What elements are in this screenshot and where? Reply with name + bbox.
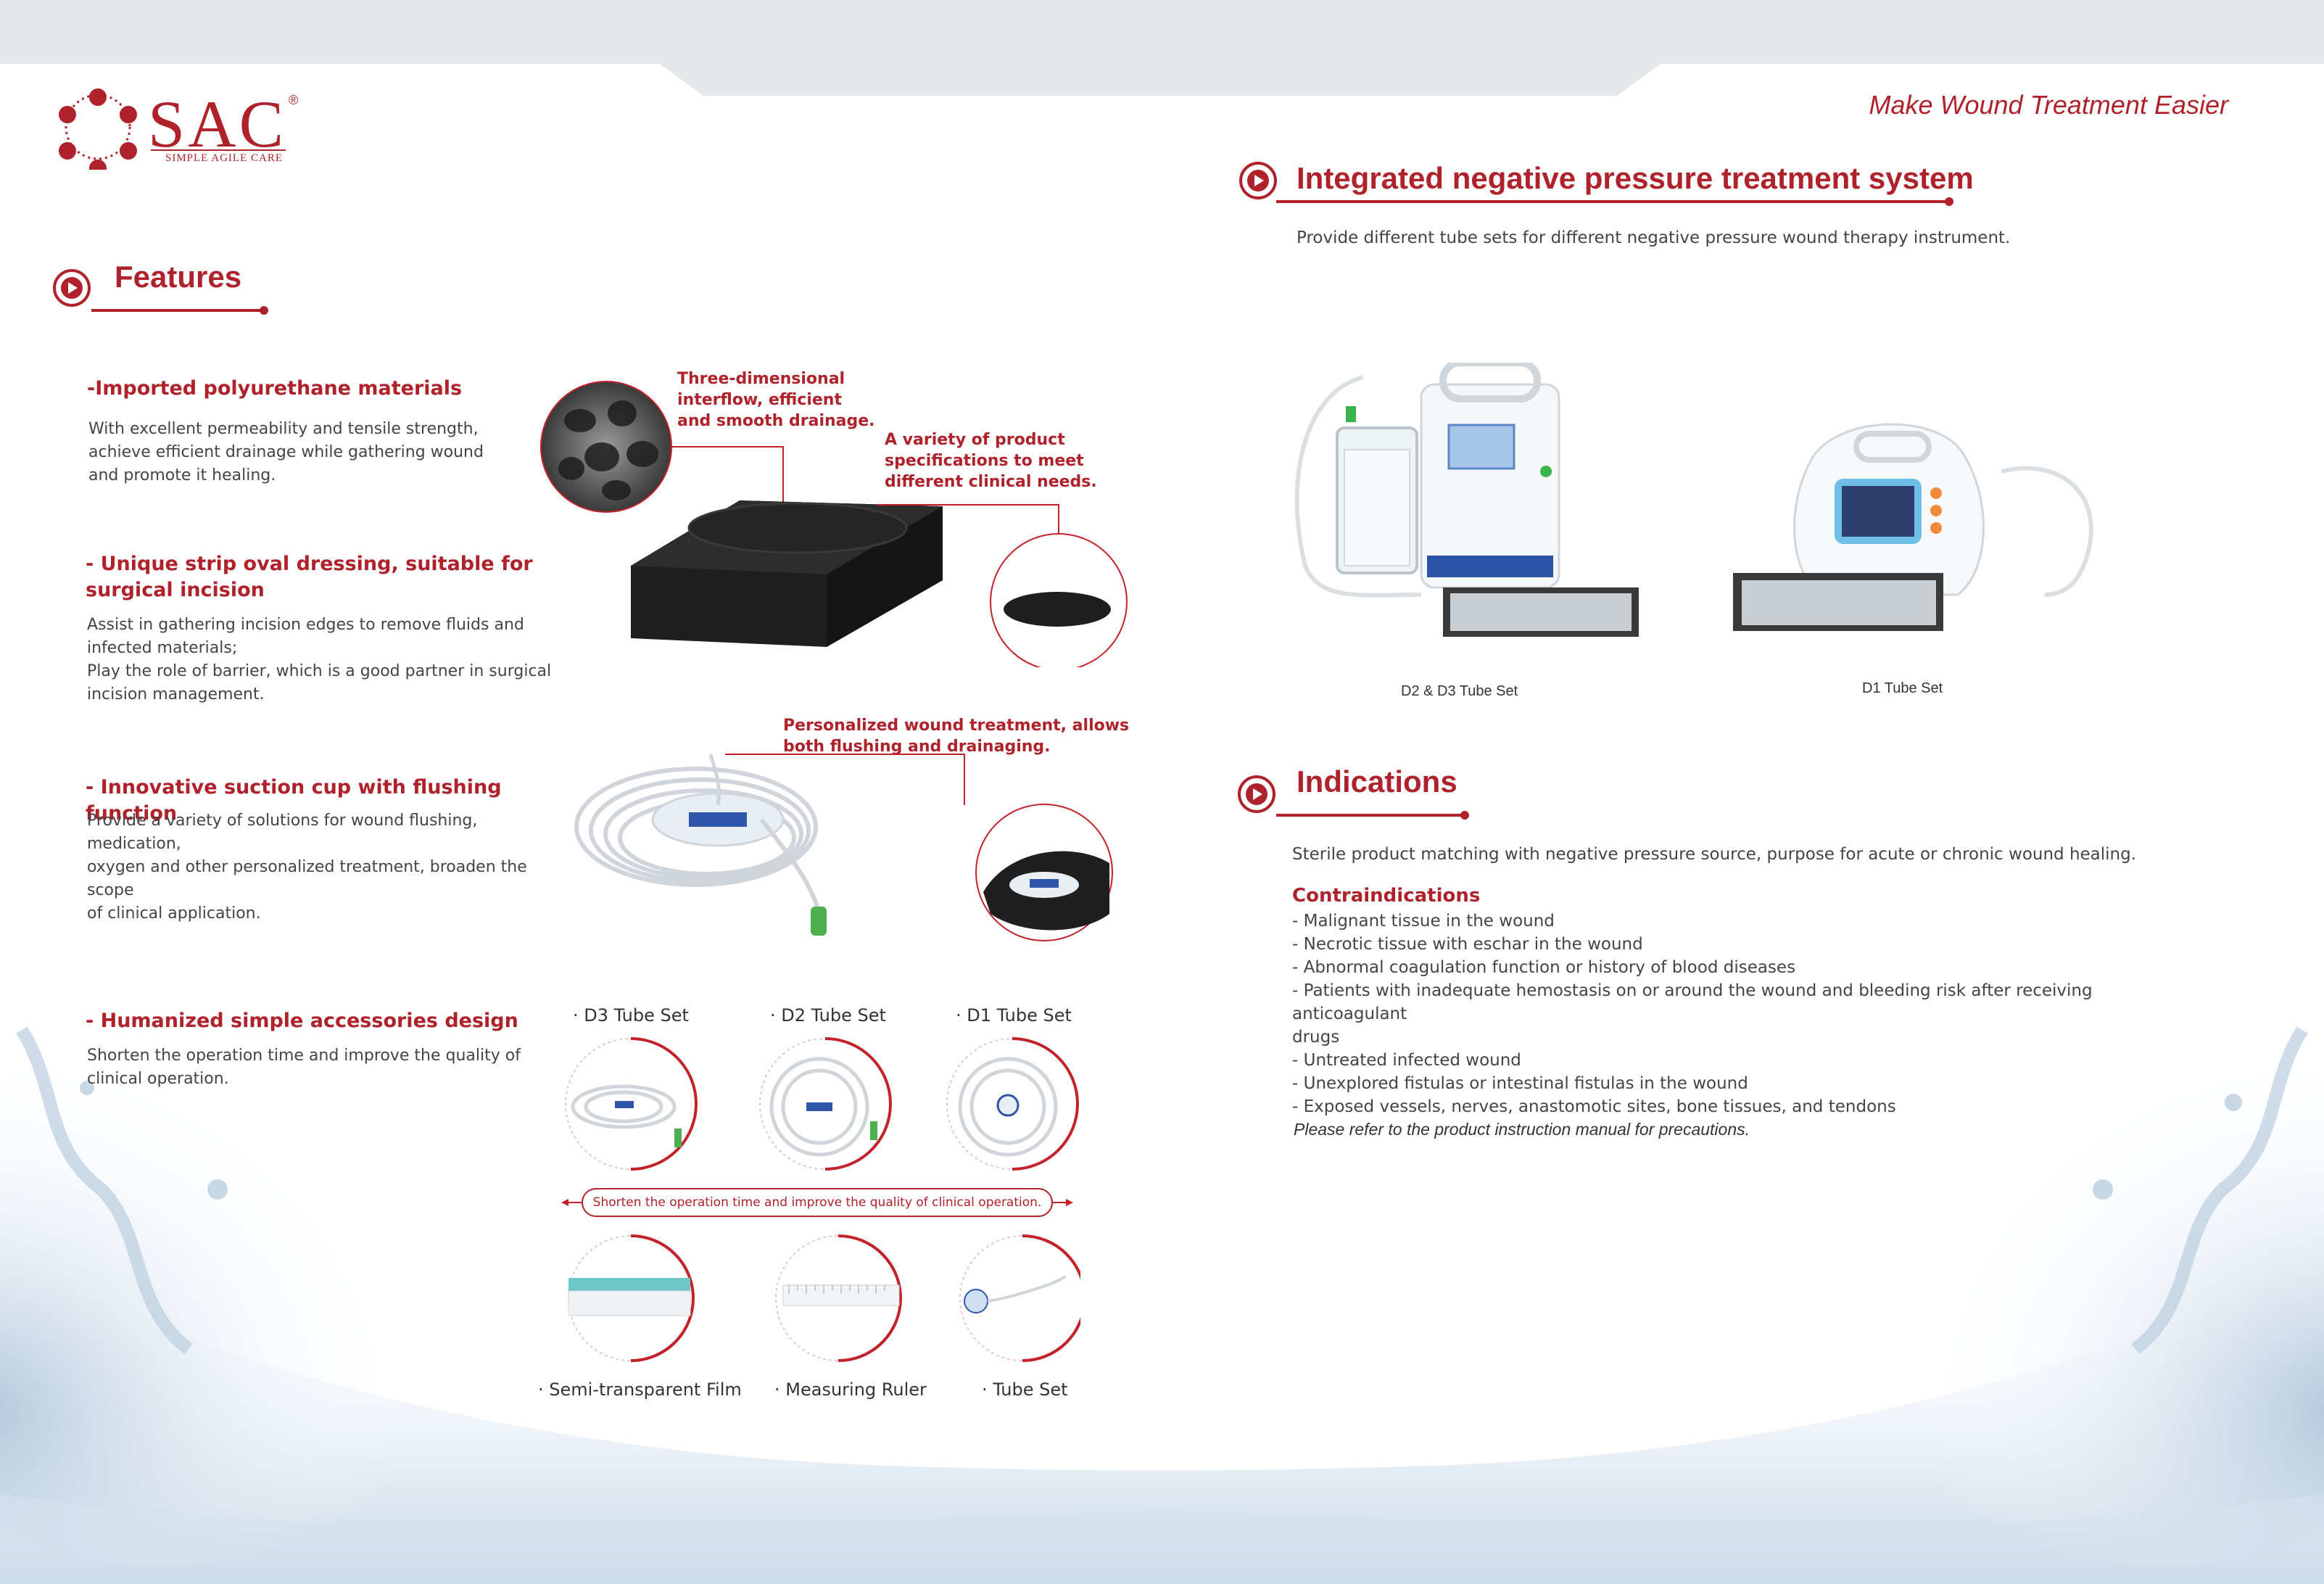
tagline: Make Wound Treatment Easier [1869, 90, 2228, 120]
features-underline-dot [260, 306, 268, 315]
contraindications-list: - Malignant tissue in the wound - Necrot… [1292, 909, 2199, 1118]
feature-2-title: - Unique strip oval dressing, suitable f… [86, 553, 533, 601]
callout-suction-cup: Personalized wound treatment, allows bot… [783, 717, 1130, 756]
foam-dressing-illustration [540, 381, 1128, 667]
water-splash-decoration [0, 1026, 2324, 1584]
play-circle-icon [1238, 775, 1275, 813]
accessory-tube-label: · Tube Set [982, 1379, 1068, 1400]
device-caption-d1: D1 Tube Set [1862, 680, 1943, 696]
play-circle-icon [53, 269, 91, 307]
feature-3-title: - Innovative suction cup with flushing f… [86, 776, 502, 825]
tube-set-d1-label: · D1 Tube Set [956, 1005, 1072, 1026]
indications-description: Sterile product matching with negative p… [1292, 845, 2137, 864]
features-heading: Features [115, 260, 242, 294]
indications-heading: Indications [1297, 764, 1457, 799]
header-notch [660, 64, 1661, 96]
list-item: - Untreated infected wound [1292, 1051, 1521, 1070]
portable-vacuum-device-icon [1733, 423, 2093, 631]
indications-underline-dot [1460, 811, 1469, 820]
system-heading: Integrated negative pressure treatment s… [1297, 161, 1974, 195]
brand-rule [151, 149, 286, 151]
list-item: - Patients with inadequate hemostasis on… [1292, 981, 2093, 1023]
callout-specifications: A variety of product specifications to m… [885, 431, 1097, 491]
accessory-film-label: · Semi-transparent Film [538, 1379, 742, 1400]
indications-underline [1276, 814, 1465, 817]
tube-set-d3-label: · D3 Tube Set [573, 1005, 689, 1026]
play-circle-icon [1239, 162, 1277, 199]
sac-logo-icon [58, 88, 137, 170]
list-item: - Unexplored fistulas or intestinal fist… [1292, 1074, 1748, 1093]
precautions-note: Please refer to the product instruction … [1294, 1120, 1750, 1139]
brand-name: SAC [148, 87, 286, 161]
feature-1-body: With excellent permeability and tensile … [88, 420, 484, 484]
list-item: - Malignant tissue in the wound [1292, 912, 1555, 931]
feature-4-body: Shorten the operation time and improve t… [87, 1047, 521, 1088]
system-underline [1276, 200, 1951, 203]
features-underline [91, 309, 265, 312]
accessory-ruler-label: · Measuring Ruler [774, 1379, 927, 1400]
accessories-banner: Shorten the operation time and improve t… [582, 1188, 1053, 1217]
accessory-thumbnails [568, 1234, 1080, 1362]
contraindications-title: Contraindications [1292, 885, 1481, 907]
callout-foam-structure: Three-dimensional interflow, efficient a… [677, 370, 875, 430]
feature-2-body: Assist in gathering incision edges to re… [87, 616, 552, 704]
feature-1-title: -Imported polyurethane materials [87, 377, 463, 400]
feature-3-body: Provide a variety of solutions for wound… [87, 812, 527, 923]
list-item: - Necrotic tissue with eschar in the wou… [1292, 935, 1643, 954]
tube-set-d2-label: · D2 Tube Set [770, 1005, 886, 1026]
header-band [0, 0, 2324, 64]
list-item: - Exposed vessels, nerves, anastomotic s… [1292, 1097, 1896, 1116]
tube-set-thumbnails [565, 1037, 1080, 1171]
system-description: Provide different tube sets for differen… [1297, 228, 2011, 247]
feature-4-title: - Humanized simple accessories design [86, 1010, 518, 1032]
brand-subtitle: SIMPLE AGILE CARE [165, 152, 284, 164]
brand-registered-mark: ® [289, 93, 299, 107]
device-caption-d2-d3: D2 & D3 Tube Set [1401, 683, 1518, 699]
suction-cup-tube-illustration [574, 754, 1113, 941]
system-underline-dot [1945, 197, 1953, 206]
list-item: - Abnormal coagulation function or histo… [1292, 958, 1796, 977]
list-item: drugs [1292, 1028, 1340, 1047]
vacuum-device-canister-icon [1294, 363, 1639, 637]
